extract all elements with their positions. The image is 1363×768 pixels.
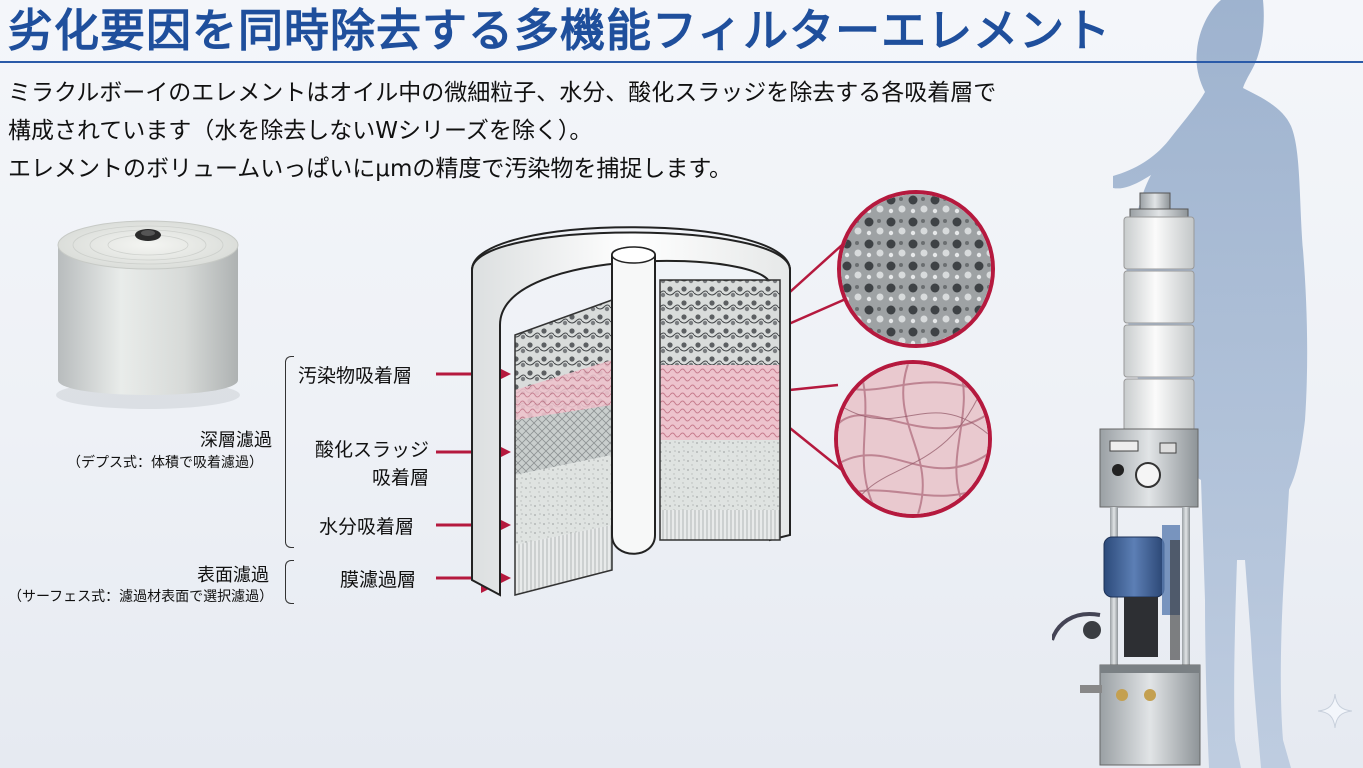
intro-line-2: 構成されています（水を除去しないWシリーズを除く）。 [8, 118, 593, 144]
surface-bracket [285, 560, 294, 604]
miracle-boy-machine [1052, 192, 1201, 766]
sludge-layer-label-line-1: 酸化スラッジ [314, 439, 429, 461]
contaminant-layer-label: 汚染物吸着層 [298, 365, 413, 387]
depth-bracket [285, 356, 294, 548]
sparkle-icon [1318, 694, 1352, 728]
filter-cutaway-diagram [471, 226, 791, 597]
zoom-contaminant-texture [841, 194, 991, 344]
filter-element-photo [56, 220, 240, 409]
intro-text: ミラクルボーイのエレメントはオイル中の微細粒子、水分、酸化スラッジを除去する各吸… [8, 74, 996, 188]
sludge-layer-label-line-2: 吸着層 [371, 467, 429, 489]
person-silhouette [1113, 0, 1308, 768]
membrane-layer-label: 膜濾過層 [340, 569, 417, 591]
page-title: 劣化要因を同時除去する多機能フィルターエレメント [8, 4, 1112, 57]
zoom-contaminant-layer [837, 190, 995, 348]
intro-line-3: エレメントのボリュームいっぱいにμmの精度で汚染物を捕捉します。 [8, 156, 733, 182]
surface-filtration-description: （サーフェス式：濾過材表面で選択濾過） [8, 589, 274, 605]
title-divider [0, 61, 1363, 63]
intro-line-1: ミラクルボーイのエレメントはオイル中の微細粒子、水分、酸化スラッジを除去する各吸… [8, 80, 997, 106]
depth-filtration-label: 深層濾過 [200, 430, 272, 451]
water-layer-label: 水分吸着層 [319, 516, 415, 538]
surface-filtration-label: 表面濾過 [197, 565, 269, 586]
depth-filtration-description: （デプス式：体積で吸着濾過） [67, 455, 263, 471]
sludge-layer-label: 酸化スラッジ 吸着層 [303, 436, 429, 492]
zoom-sludge-texture [838, 364, 988, 514]
zoom-sludge-layer [834, 360, 992, 518]
